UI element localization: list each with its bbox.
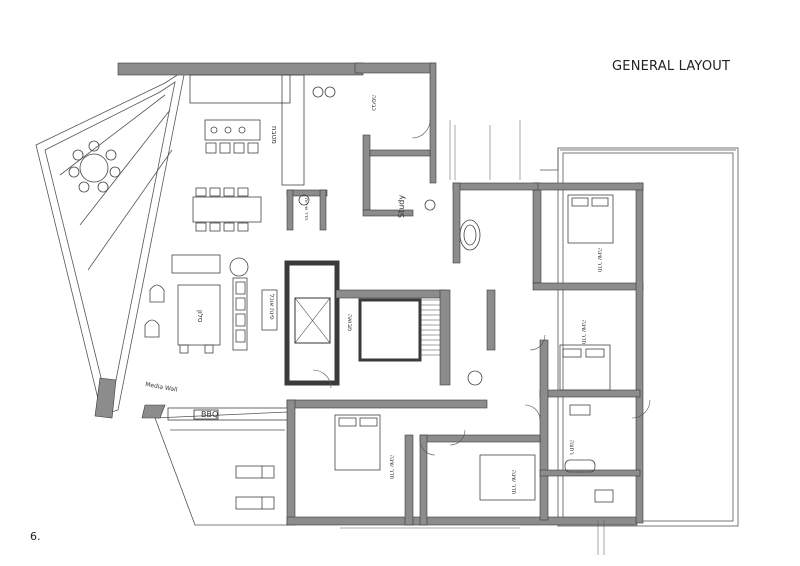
dimension-annotations [340, 120, 605, 555]
bedroom-1-label: חדר שינה [596, 248, 603, 272]
left-terrace [35, 69, 186, 416]
bedroom-2-label: חדר שינה [580, 320, 587, 344]
service-room-label: חדר שירות [303, 198, 309, 221]
laundry-label: כביסה [370, 95, 377, 111]
master-bedroom-label: חדר שינה [388, 455, 395, 479]
living-room-furniture [144, 254, 278, 354]
bathroom-label: רחצה [568, 440, 575, 455]
kitchen-label: מטבח [270, 126, 278, 144]
sun-lounger-icon [235, 465, 275, 510]
bottom-terrace [154, 411, 289, 526]
page-number: 6. [30, 530, 41, 543]
stairs [294, 297, 440, 356]
right-terrace [540, 147, 739, 527]
dining-table [192, 187, 262, 232]
bedroom-3-label: חדר שינה [510, 470, 517, 494]
living-label: סלון [196, 310, 204, 323]
kitchen-units [189, 74, 336, 186]
round-table-icon [68, 140, 121, 193]
elevator-lobby-label: מבואה [346, 314, 353, 331]
bbq-counter [167, 407, 289, 421]
bed-icons [334, 194, 614, 501]
bathroom-fixtures [298, 194, 614, 503]
walls [94, 62, 644, 526]
door-swings [312, 119, 651, 456]
bbq-label: BBQ [201, 410, 218, 419]
study-label: Study [397, 195, 406, 218]
dining-label: פינת אוכל [268, 294, 275, 320]
media-wall-label: Media Wall [145, 381, 179, 394]
page-title: GENERAL LAYOUT [612, 59, 731, 74]
